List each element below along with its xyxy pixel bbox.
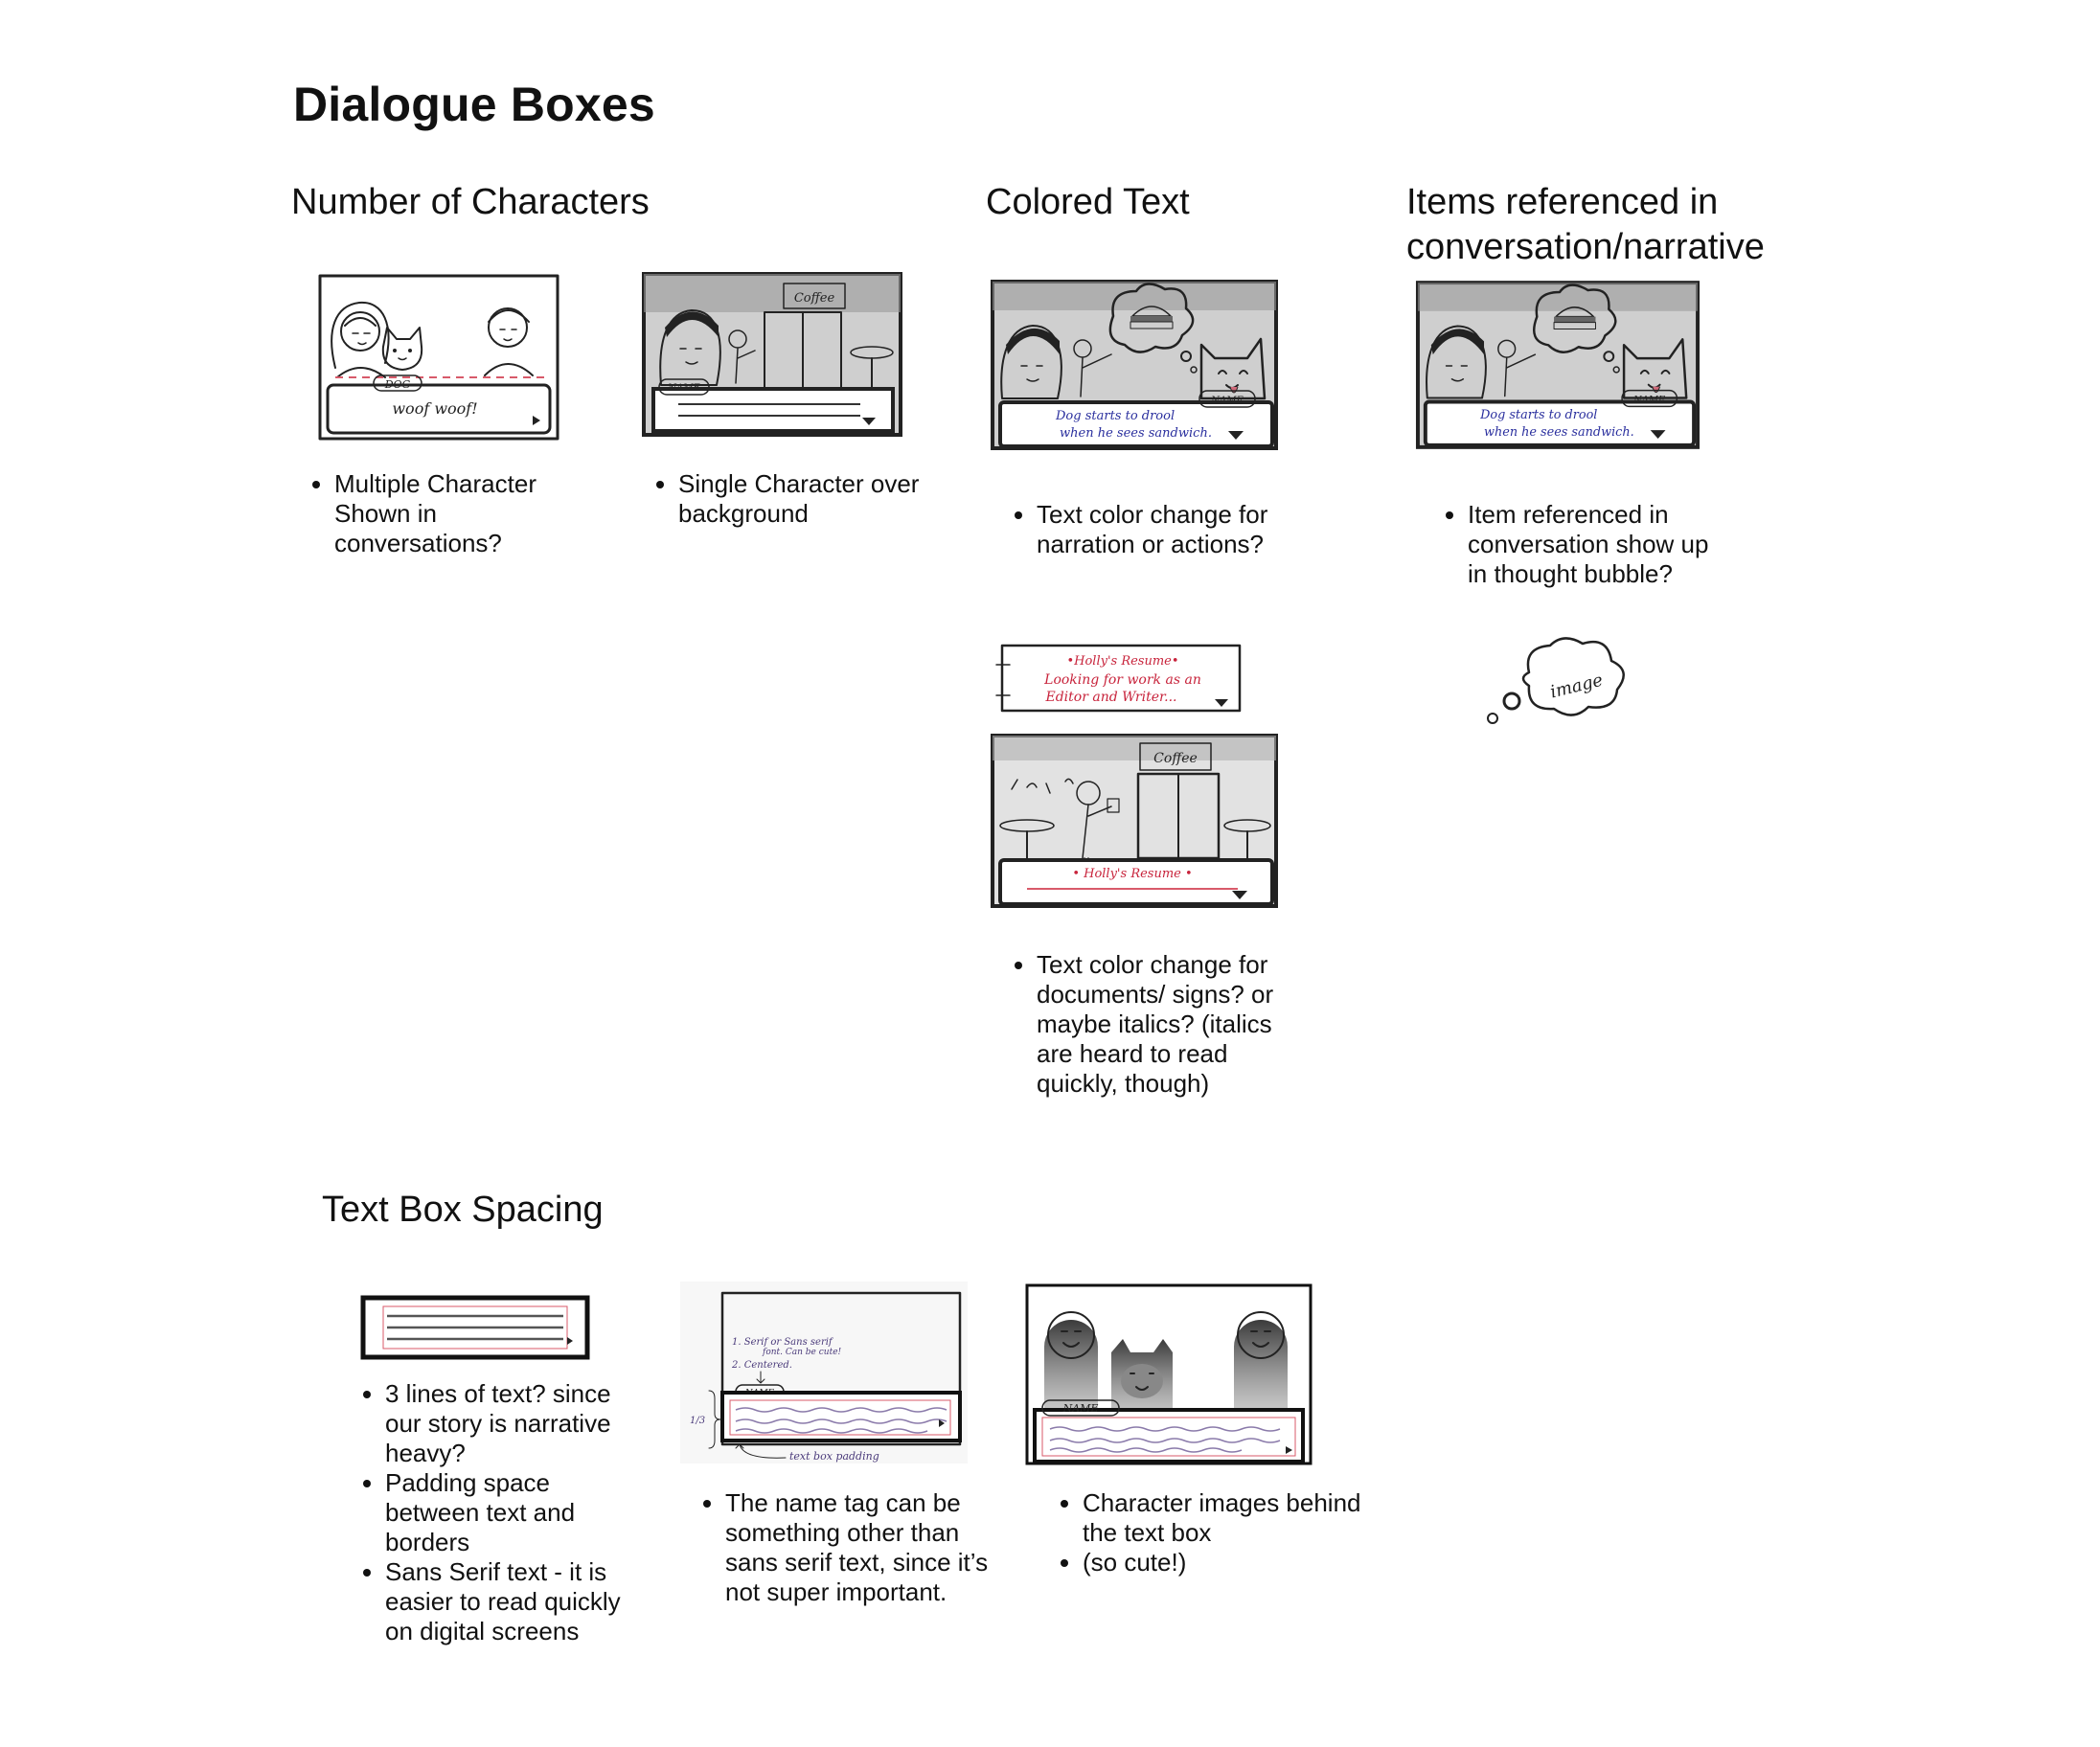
name-tag-label: NAME [1062, 1402, 1099, 1415]
notes-single-character: Single Character over background [652, 469, 927, 529]
sketch-document-box: •Holly's Resume• Looking for work as an … [995, 644, 1242, 713]
document-line-1: Looking for work as an [1043, 672, 1201, 688]
sketch-layout-annotations: 1. Serif or Sans serif font. Can be cute… [680, 1282, 968, 1463]
document-box-label: • Holly's Resume • [1072, 867, 1192, 881]
sketch-characters-behind-box: NAME [1025, 1283, 1312, 1465]
dog-character-drawing [381, 327, 423, 371]
advance-arrow-icon [1286, 1446, 1292, 1454]
advance-arrow-icon [1215, 699, 1228, 707]
dialogue-text: woof woof! [392, 399, 477, 418]
boy-character-drawing [484, 307, 534, 376]
advance-arrow-icon [1650, 430, 1666, 439]
annotation-fraction: 1/3 [690, 1416, 705, 1426]
note-item: Item referenced in conversation show up … [1468, 500, 1726, 589]
advance-arrow-icon [1232, 891, 1247, 899]
coffee-sign-text: Coffee [794, 291, 835, 306]
sketch-items-referenced: NAME Dog starts to drool when he sees sa… [1415, 281, 1701, 449]
name-tag-label: NAME [1632, 395, 1666, 405]
character-silhouette-left [1044, 1311, 1098, 1435]
notes-three-lines: 3 lines of text? since our story is narr… [359, 1379, 634, 1646]
note-item: Multiple Character Shown in conversation… [334, 469, 583, 558]
note-item: Text color change for narration or actio… [1037, 500, 1295, 559]
document-line-2: Editor and Writer... [1045, 690, 1177, 705]
thought-bubble-sandwich [1533, 284, 1620, 374]
note-item: Sans Serif text - it is easier to read q… [385, 1557, 634, 1646]
thought-bubble-image-sketch: image [1487, 637, 1625, 724]
section-heading-text-box-spacing: Text Box Spacing [322, 1190, 604, 1230]
note-item: Padding space between text and borders [385, 1468, 634, 1557]
section-heading-colored-text: Colored Text [986, 182, 1190, 222]
sketch-document-scene: Coffee • Holly's Resume • [991, 734, 1278, 908]
sketch-multiple-characters: DOG woof woof! [318, 274, 559, 441]
girl-character-drawing [1076, 781, 1120, 876]
sketch-three-lines [360, 1295, 590, 1360]
girl-character-drawing [331, 301, 390, 378]
advance-arrow-icon [862, 418, 876, 425]
girl-character-drawing [1426, 325, 1487, 399]
narration-line-2: when he sees sandwich. [1484, 425, 1634, 440]
girl-character-drawing [659, 309, 721, 386]
document-title: •Holly's Resume• [1066, 654, 1178, 669]
narration-line-1: Dog starts to drool [1479, 408, 1597, 422]
thought-bubble-sandwich [1108, 283, 1198, 374]
note-item: Single Character over background [678, 469, 927, 529]
sketch-narration-colored-text: NAME Dog starts to drool when he sees sa… [991, 280, 1278, 450]
dog-character-drawing [1622, 338, 1688, 399]
character-silhouette-right [1234, 1311, 1288, 1435]
coffee-sign-text: Coffee [1153, 751, 1198, 766]
name-tag-label: DOG [384, 378, 411, 391]
bubble-image-label: image [1548, 670, 1605, 703]
advance-arrow-icon [1228, 431, 1244, 440]
name-tag-label: NAME [1210, 396, 1244, 406]
advance-arrow-icon [567, 1337, 573, 1345]
sketch-single-character: Coffee NAME [642, 272, 902, 437]
narration-line-1: Dog starts to drool [1055, 409, 1175, 423]
note-item: 3 lines of text? since our story is narr… [385, 1379, 634, 1468]
note-item: Character images behind the text box [1083, 1488, 1370, 1548]
page-title: Dialogue Boxes [293, 78, 655, 131]
note-item: The name tag can be something other than… [725, 1488, 993, 1607]
name-tag-label: NAME [667, 383, 700, 394]
notes-document-colored-text: Text color change for documents/ signs? … [1011, 950, 1295, 1099]
notes-characters-behind-box: Character images behind the text box (so… [1057, 1488, 1370, 1577]
advance-arrow-icon [533, 416, 540, 425]
section-heading-number-of-characters: Number of Characters [291, 182, 650, 222]
note-item: Text color change for documents/ signs? … [1037, 950, 1295, 1099]
annotation-font-cute: font. Can be cute! [762, 1348, 842, 1357]
section-heading-items-referenced: Items referenced in conversation/narrati… [1406, 182, 1765, 267]
note-item: (so cute!) [1083, 1548, 1370, 1577]
annotation-centered: 2. Centered. [731, 1360, 792, 1371]
annotation-padding: text box padding [789, 1450, 879, 1463]
advance-arrow-icon [939, 1419, 945, 1427]
notes-narration-colored-text: Text color change for narration or actio… [1011, 500, 1295, 559]
girl-character-drawing [1000, 325, 1062, 399]
narration-line-2: when he sees sandwich. [1060, 426, 1212, 441]
notes-layout-annotations: The name tag can be something other than… [699, 1488, 993, 1607]
annotation-font: 1. Serif or Sans serif [732, 1337, 834, 1348]
notes-items-referenced: Item referenced in conversation show up … [1442, 500, 1726, 589]
notes-multiple-characters: Multiple Character Shown in conversation… [308, 469, 583, 558]
